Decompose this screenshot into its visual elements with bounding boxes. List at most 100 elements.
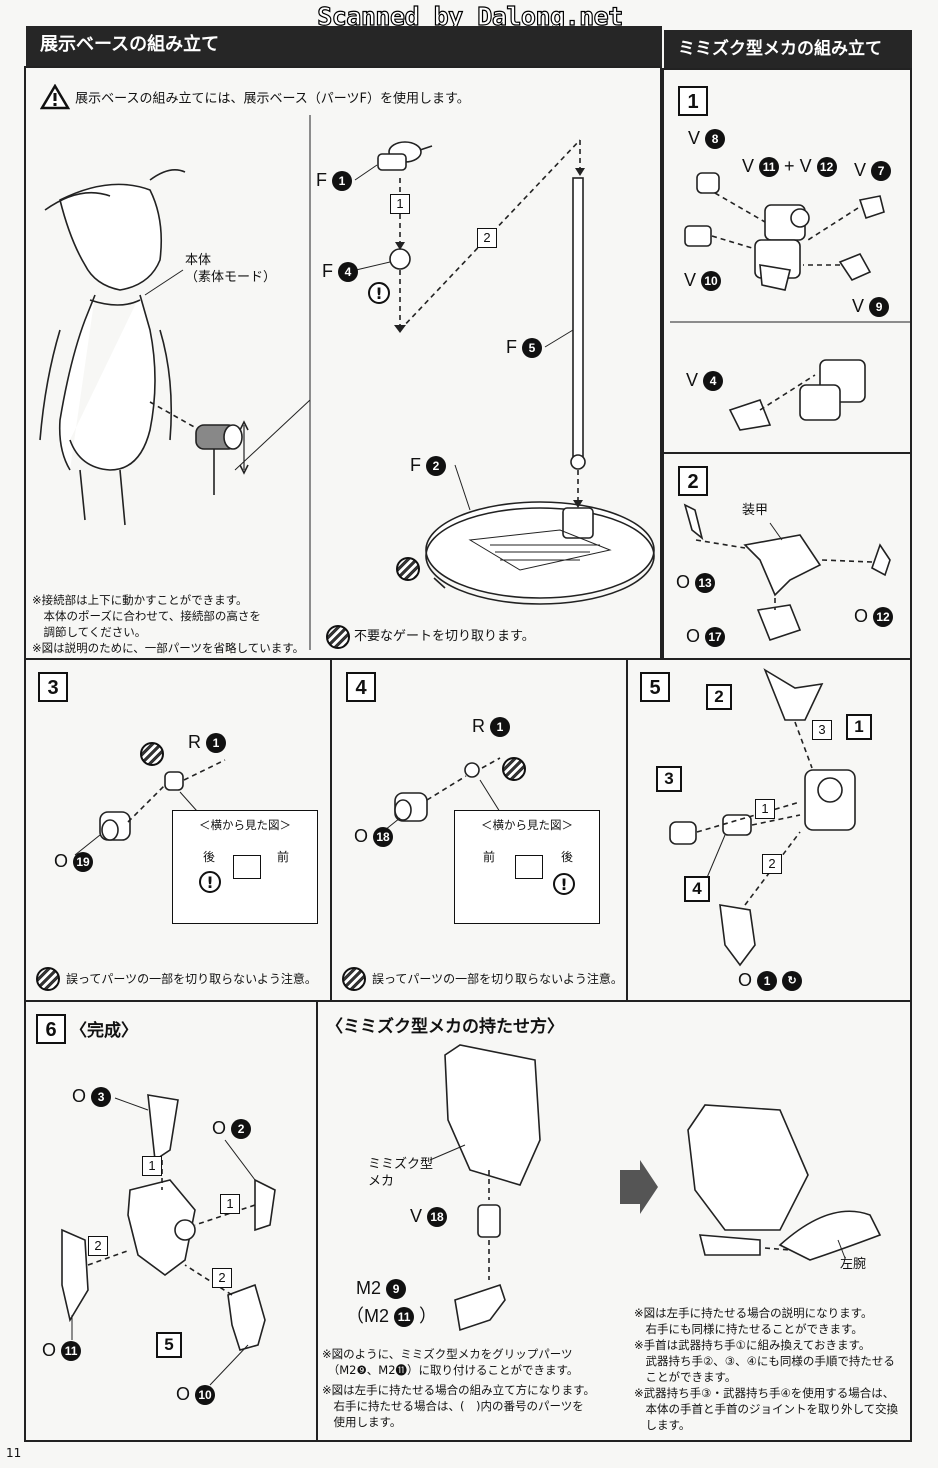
base-note: ※接続部は上下に動かすことができます。 本体のポーズに合わせて、接続部の高さを … — [32, 593, 305, 655]
part-number: 2 — [231, 1119, 252, 1140]
label-v9: V 9 — [852, 296, 890, 318]
label-o19: O 19 — [54, 851, 94, 873]
grip-right-note: ※図は左手に持たせる場合の説明になります。 右手にも同様に持たせることができます… — [634, 1306, 899, 1432]
step-3-number: 3 — [38, 672, 68, 702]
part-number: 3 — [91, 1087, 112, 1108]
plus-sign: + — [784, 156, 795, 176]
label-o18: O 18 — [354, 826, 394, 848]
part-letter: F — [506, 337, 517, 357]
body-label: 本体 （素体モード） — [185, 253, 277, 285]
label-v7: V 7 — [854, 160, 892, 182]
ref-step-3-part: 3 — [656, 766, 682, 792]
front-label: 前 — [483, 850, 496, 864]
ref-arrow-2: 2 — [88, 1236, 108, 1256]
part-letter: V — [686, 370, 699, 390]
step6-title: 〈完成〉 — [70, 1021, 138, 1041]
front-label: 前 — [277, 850, 290, 864]
part-number: 2 — [426, 456, 447, 477]
side-view-box: ＜横から見た図＞ 後 前 ! — [172, 810, 318, 924]
paren-close: ） — [419, 1306, 438, 1326]
warning-text: 展示ベースの組み立てには、展示ベース（パーツF）を使用します。 — [75, 91, 470, 107]
part-number: 11 — [61, 1341, 82, 1362]
warning-row: 展示ベースの組み立てには、展示ベース（パーツF）を使用します。 — [39, 83, 470, 110]
caution-icon: ! — [368, 282, 390, 304]
part-number: 5 — [522, 338, 543, 359]
part-number: 8 — [705, 129, 726, 150]
part-number: 7 — [871, 161, 892, 182]
part-letter: V — [410, 1206, 423, 1226]
flip-icon: ↻ — [782, 971, 803, 992]
part-letter: M2 — [356, 1278, 382, 1298]
gate-cut-icon — [396, 557, 420, 581]
base-section-header: 展示ベースの組み立て — [26, 26, 662, 66]
part-number: 4 — [338, 262, 359, 283]
page-number: 11 — [6, 1446, 22, 1460]
side-view-part — [233, 855, 261, 879]
step3-note: 誤ってパーツの一部を切り取らないよう注意。 — [66, 972, 317, 986]
label-v11-v12: V 11 + V 12 — [742, 156, 837, 178]
part-letter: O — [738, 970, 753, 990]
label-o10: O 10 — [176, 1384, 216, 1406]
part-letter: （M2 — [346, 1306, 390, 1326]
label-v8: V 8 — [688, 128, 726, 150]
part-number: 4 — [703, 371, 724, 392]
grip-note-1: ※図のように、ミミズク型メカをグリップパーツ （M2❾、M2⓫）に取り付けること… — [322, 1347, 579, 1377]
back-label: 後 — [561, 850, 574, 864]
side-view-part — [515, 855, 543, 879]
gate-cut-icon — [140, 742, 164, 766]
armor-label: 装甲 — [742, 503, 769, 518]
part-number: 1 — [332, 171, 353, 192]
ref-step-5: 5 — [156, 1332, 182, 1358]
side-view-title: ＜横から見た図＞ — [199, 818, 291, 832]
part-number: 10 — [701, 271, 722, 292]
part-letter: V — [684, 270, 697, 290]
part-letter: O — [54, 851, 69, 871]
side-view-title: ＜横から見た図＞ — [481, 818, 573, 832]
part-number: 11 — [394, 1307, 415, 1328]
part-letter: O — [686, 626, 701, 646]
label-o3: O 3 — [72, 1086, 112, 1108]
caution-icon: ! — [553, 873, 575, 895]
ref-arrow-2: 2 — [212, 1268, 232, 1288]
big-arrow-icon — [620, 1160, 658, 1214]
part-number: 18 — [427, 1207, 448, 1228]
label-o1: O 1 ↻ — [738, 970, 803, 992]
gate-cut-icon — [36, 967, 60, 991]
part-letter: O — [176, 1384, 191, 1404]
part-number: 10 — [195, 1385, 216, 1406]
label-v18: V 18 — [410, 1206, 448, 1228]
ref-arrow-1: 1 — [142, 1156, 162, 1176]
part-letter: O — [854, 606, 869, 626]
label-v4: V 4 — [686, 370, 724, 392]
label-o17: O 17 — [686, 626, 726, 648]
step-5-number: 5 — [640, 672, 670, 702]
left-arm-label: 左腕 — [840, 1257, 867, 1272]
step-4-number: 4 — [346, 672, 376, 702]
caution-icon: ! — [199, 871, 221, 893]
part-letter: V — [742, 156, 755, 176]
side-view-box: ＜横から見た図＞ 前 後 ! — [454, 810, 600, 924]
grip-section-title: 〈ミミズク型メカの持たせ方〉 — [326, 1017, 564, 1037]
ref-step-2: 2 — [706, 684, 732, 710]
part-number: 1 — [757, 971, 778, 992]
part-letter: F — [410, 455, 421, 475]
part-letter: F — [316, 170, 327, 190]
back-label: 後 — [203, 850, 216, 864]
part-letter: R — [188, 732, 201, 752]
grip-note-2: ※図は左手に持たせる場合の組み立て方になります。 右手に持たせる場合は、( )内… — [322, 1383, 595, 1429]
part-number: 12 — [873, 607, 894, 628]
gate-note: 不要なゲートを切り取ります。 — [354, 629, 535, 644]
label-v10: V 10 — [684, 270, 722, 292]
label-o13: O 13 — [676, 572, 716, 594]
part-number: 9 — [386, 1279, 407, 1300]
part-number: 1 — [490, 717, 511, 738]
step-1-number: 1 — [678, 86, 708, 116]
part-number: 17 — [705, 627, 726, 648]
part-letter: O — [676, 572, 691, 592]
part-label-f2: F 2 — [410, 455, 447, 477]
grip-panel — [316, 1000, 912, 1442]
owl-mecha-label: ミミズク型 メカ — [368, 1157, 434, 1189]
ref-arrow-1: 1 — [220, 1194, 240, 1214]
part-letter: V — [852, 296, 865, 316]
